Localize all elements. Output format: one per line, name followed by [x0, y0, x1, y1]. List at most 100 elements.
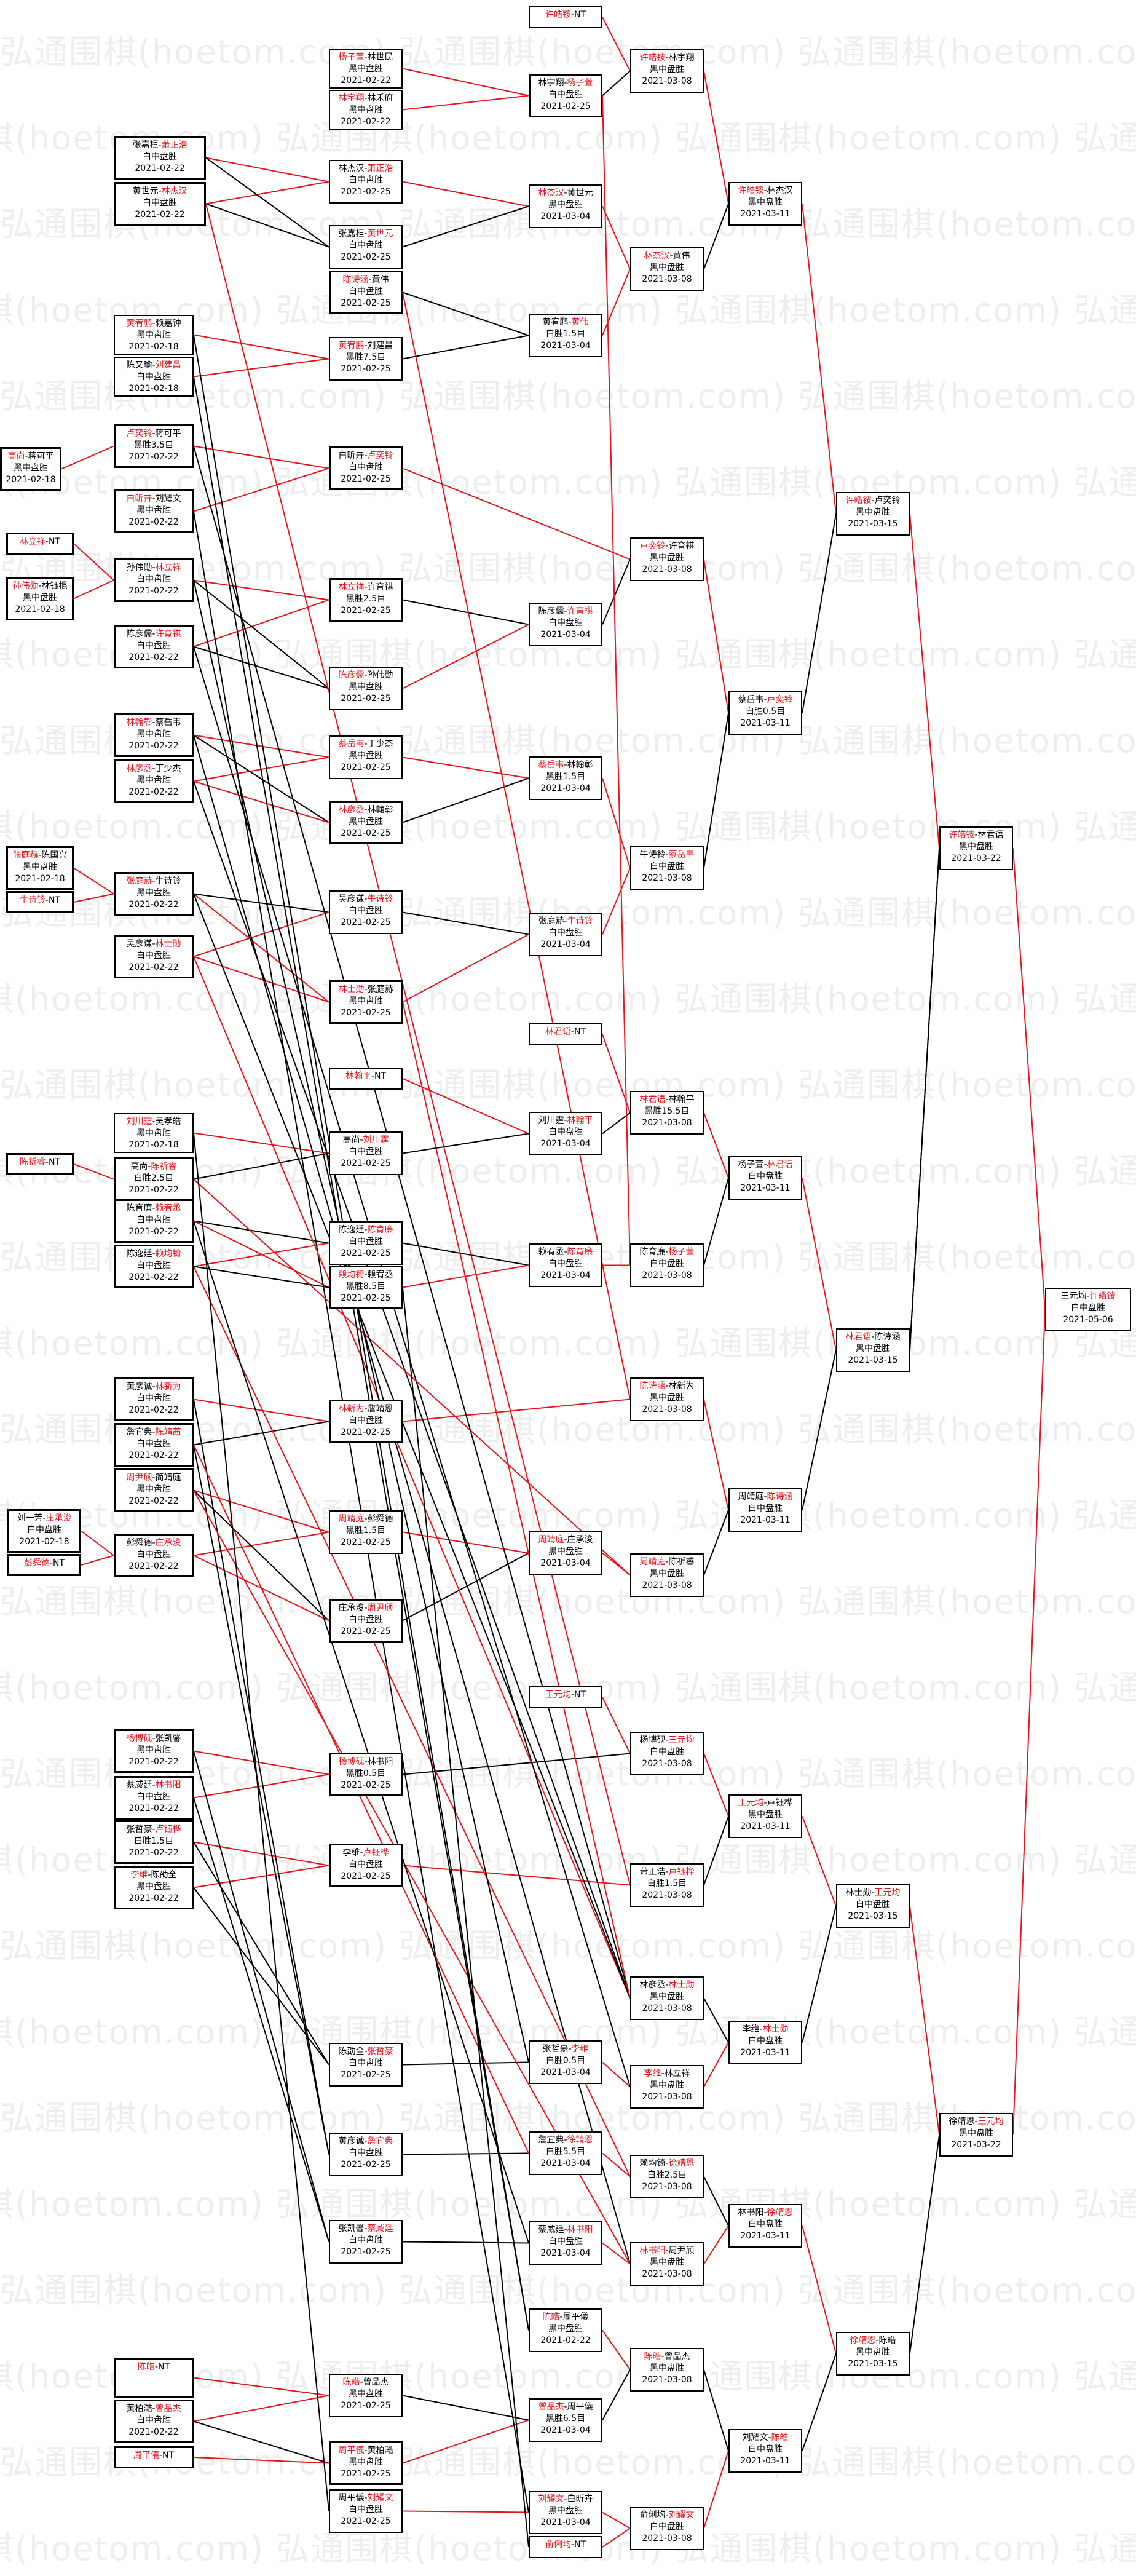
- bracket-line: [802, 204, 837, 514]
- player-a: 陈又瑜: [126, 360, 152, 370]
- player-b: NT: [162, 2451, 175, 2460]
- match-players: 周靖庭-陈祈睿: [633, 1556, 701, 1568]
- match-players: 白昕卉-刘耀文: [117, 493, 191, 505]
- match-result: 白中盘胜: [136, 2415, 171, 2425]
- match-result: 白中盘胜: [650, 2522, 684, 2532]
- separator: -: [768, 2433, 771, 2443]
- match-result: 黑中盘胜: [748, 1810, 783, 1820]
- separator: -: [974, 2117, 978, 2126]
- separator: -: [152, 1734, 156, 1743]
- match-players: 林书阳-周尹颀: [633, 2245, 701, 2257]
- match-result: 黑中盘胜: [349, 817, 383, 826]
- match-players: 刘耀文-陈皓: [731, 2432, 800, 2444]
- match-players: 杨子萱-林君语: [731, 1159, 800, 1171]
- bracket-line: [703, 1816, 729, 1885]
- match-players: 高尚-刘川霆: [331, 1135, 400, 1146]
- match-box: 陈皓-NT: [114, 2358, 194, 2398]
- watermark-text: 弘通围棋(hoetom.com) 弘通围棋(hoetom.com) 弘通围棋(h…: [0, 1582, 1136, 1621]
- bracket-line: [703, 71, 729, 204]
- bracket-line: [193, 1751, 329, 2242]
- bracket-line: [402, 933, 529, 1003]
- match-players: 林君语-NT: [531, 1026, 600, 1038]
- bracket-line: [802, 2225, 837, 2354]
- player-b: 林士勋: [668, 1980, 695, 1990]
- bracket-line: [703, 204, 729, 269]
- player-a: 牛诗铃: [639, 850, 666, 860]
- bracket-line: [402, 2241, 529, 2244]
- match-players: 林杰汉-黄伟: [633, 250, 701, 262]
- bracket-line: [703, 713, 729, 868]
- player-b: 彭舜德: [367, 1514, 393, 1524]
- match-date: 2021-02-22: [540, 2336, 591, 2345]
- separator: -: [152, 1780, 156, 1790]
- match-players: 周尹颀-简靖庭: [117, 1472, 191, 1484]
- player-b: 周尹颀: [668, 2246, 695, 2256]
- bracket-line: [193, 1773, 329, 1799]
- separator: -: [49, 1558, 53, 1568]
- bracket-line: [193, 780, 329, 823]
- bracket-line: [602, 269, 631, 336]
- player-a: 萧正浩: [639, 1867, 666, 1877]
- match-result: 白中盘胜: [548, 618, 583, 628]
- match-result: 黑中盘胜: [650, 2363, 684, 2373]
- match-date: 2021-02-22: [128, 1893, 179, 1903]
- player-a: 黄柏澔: [126, 2404, 152, 2414]
- separator: -: [564, 78, 567, 88]
- bracket-line: [402, 2395, 529, 2421]
- player-b: 黄伟: [571, 317, 589, 327]
- bracket-line: [703, 2451, 729, 2529]
- player-a: 高尚: [130, 1162, 148, 1171]
- player-a: 蔡岳韦: [538, 760, 564, 770]
- match-box: 林立祥-NT: [6, 533, 74, 555]
- player-b: 白昕卉: [567, 2494, 593, 2504]
- match-result: 白胜1.5目: [647, 1879, 687, 1888]
- player-a: 张庭赫: [126, 876, 152, 886]
- match-date: 2021-02-25: [341, 1871, 391, 1881]
- bracket-line: [602, 2329, 631, 2371]
- player-a: 吴彦谦: [126, 939, 152, 949]
- match-players: 林翰平-NT: [331, 1071, 400, 1082]
- player-b: 王元均: [977, 2117, 1004, 2126]
- player-a: 陈皓: [542, 2312, 560, 2322]
- match-players: 陈皓-周平儀: [531, 2312, 600, 2323]
- player-b: 林翰彰: [567, 760, 593, 770]
- separator: -: [364, 93, 368, 103]
- player-b: 林君语: [977, 830, 1004, 840]
- match-date: 2021-03-22: [951, 854, 1001, 863]
- match-players: 李维-林士勋: [731, 2024, 800, 2035]
- match-result: 白中盘胜: [548, 1127, 583, 1137]
- bracket-line: [802, 1350, 837, 1510]
- match-players: 杨博砚-王元均: [633, 1735, 701, 1746]
- bracket-line: [73, 1163, 114, 1180]
- separator: -: [564, 1535, 567, 1545]
- player-b: 周平儀: [562, 2312, 589, 2322]
- match-box: 俞俐均-NT: [529, 2536, 602, 2558]
- bracket-line: [193, 781, 631, 1999]
- match-players: 陈彦儒-孙伟勋: [331, 670, 400, 681]
- match-players: 周靖庭-庄承浚: [531, 1534, 600, 1546]
- match-date: 2021-02-25: [341, 2247, 391, 2257]
- separator: -: [364, 2493, 368, 2503]
- match-date: 2021-02-25: [341, 252, 391, 262]
- bracket-line: [193, 579, 329, 689]
- match-date: 2021-03-11: [740, 1821, 791, 1831]
- separator: -: [364, 2224, 368, 2233]
- match-date: 2021-02-18: [15, 874, 65, 884]
- separator: -: [763, 2208, 767, 2217]
- match-date: 2021-03-04: [540, 2067, 591, 2077]
- separator: -: [152, 1117, 156, 1127]
- bracket-line: [602, 2369, 631, 2420]
- player-a: 陈祈睿: [19, 1157, 45, 1167]
- player-a: 陈育廉: [639, 1247, 666, 1257]
